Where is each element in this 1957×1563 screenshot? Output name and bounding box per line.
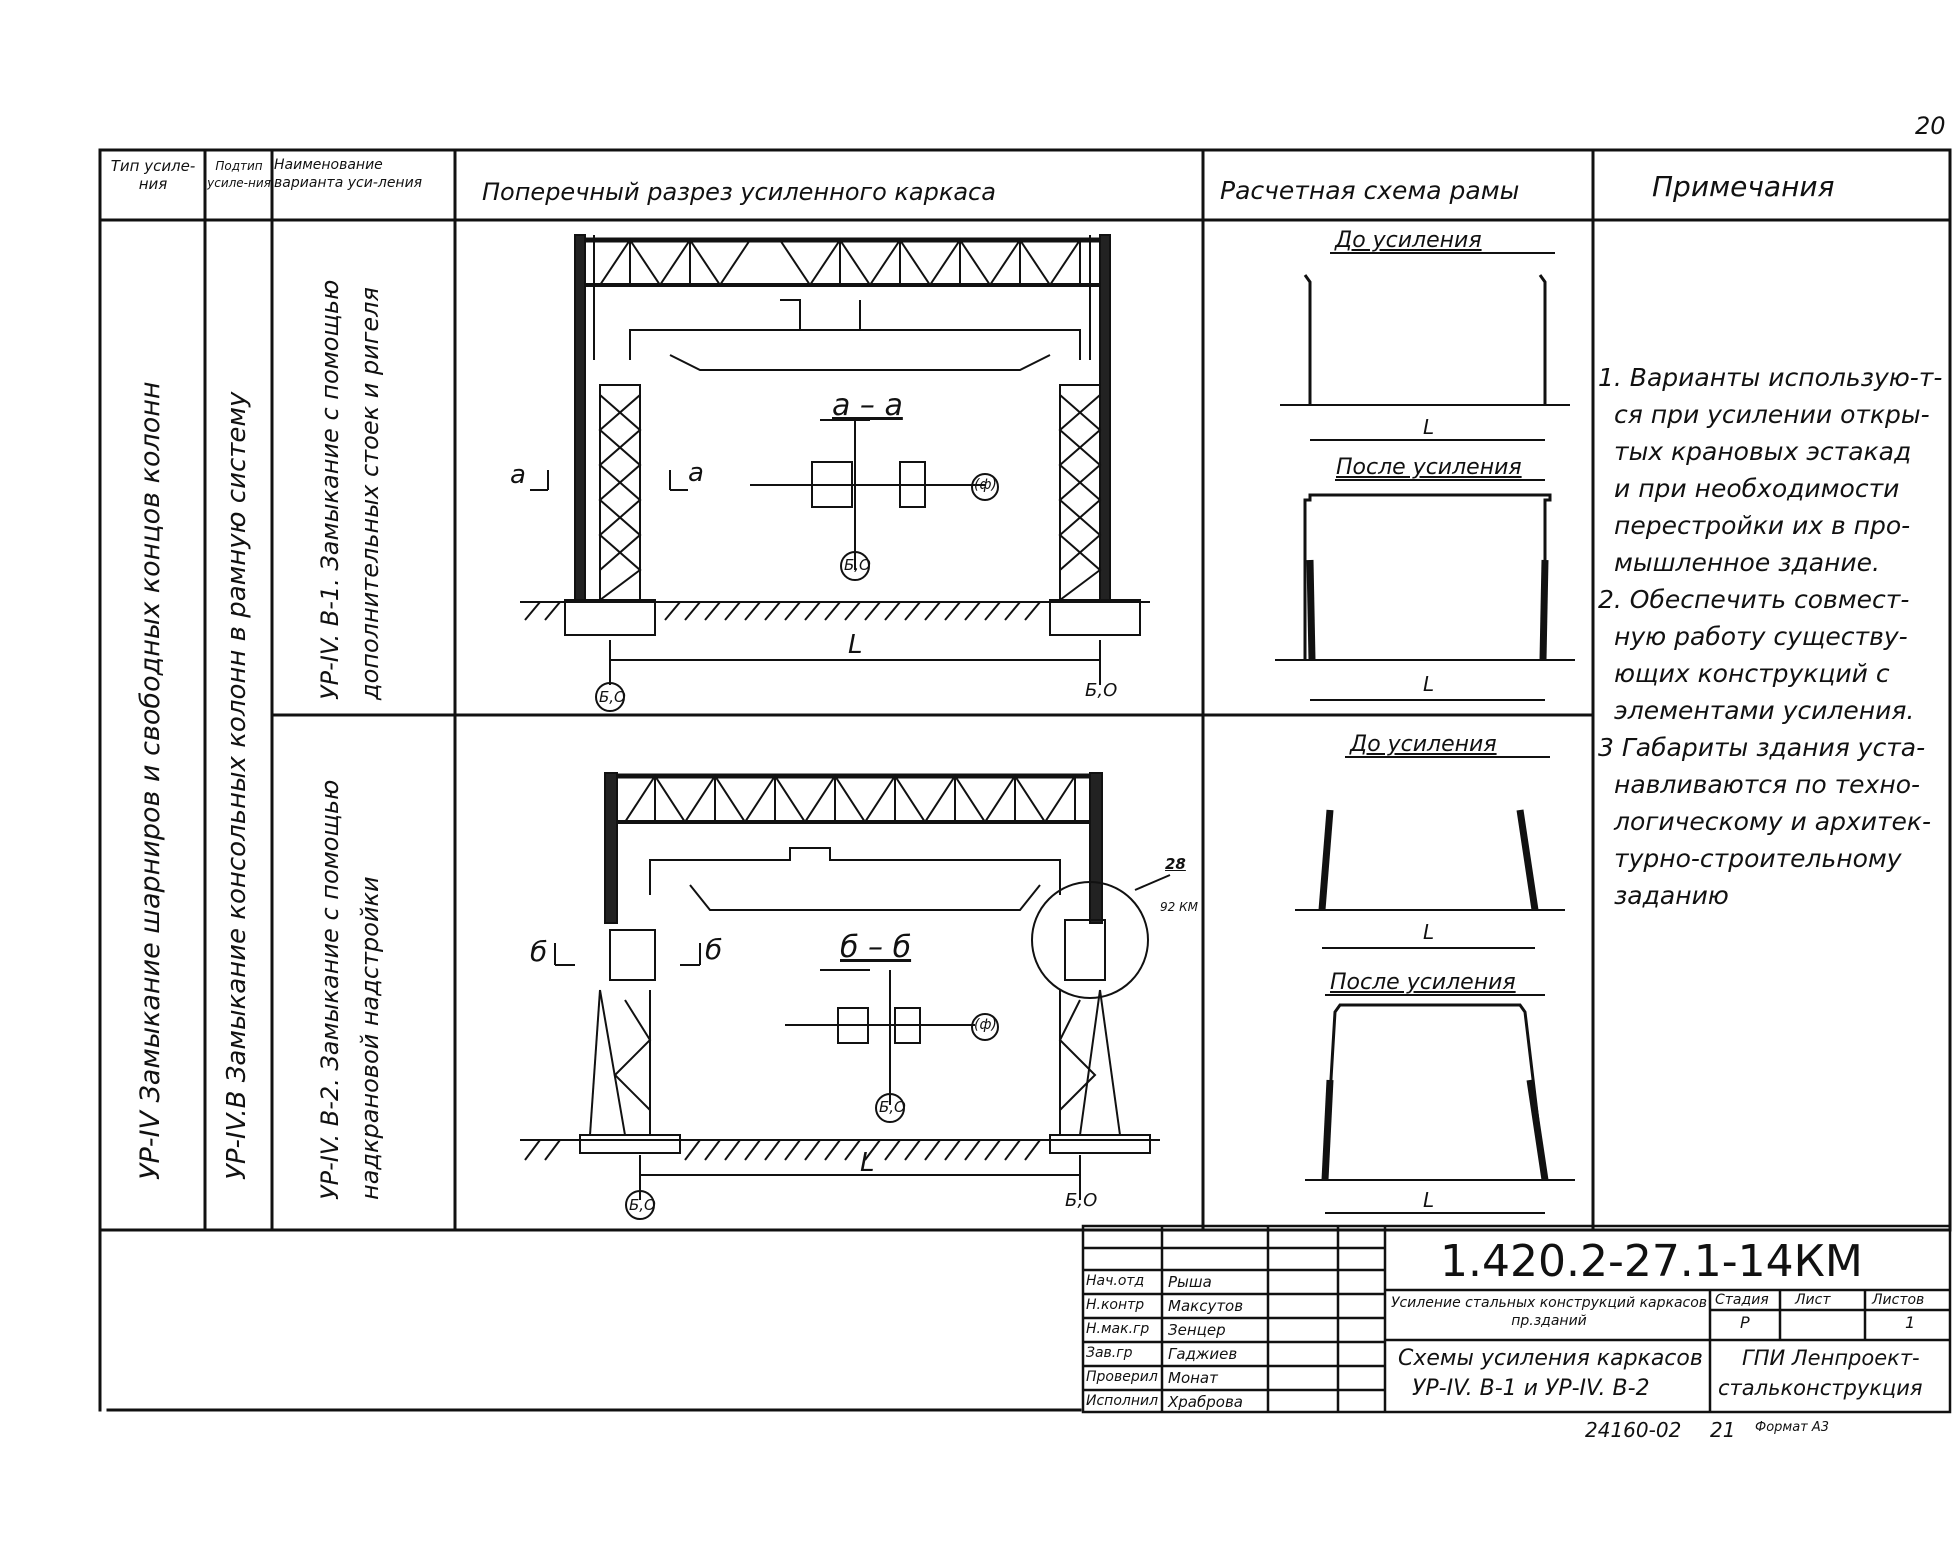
axis-left-bottom-2: Б,О [629, 1196, 656, 1214]
scheme-span-3: L [1423, 920, 1435, 944]
span-label-2: L [860, 1148, 875, 1178]
section-b-title: б – б [840, 930, 912, 965]
variant-1-label: УР-IV. В-1. Замыкание с помощью дополнит… [316, 279, 384, 700]
sheets-label: Листов [1872, 1292, 1925, 1308]
footer-number: 21 [1710, 1418, 1736, 1442]
variant-2-label: УР-IV. В-2. Замыкание с помощью надкрано… [316, 779, 384, 1200]
header-subtype: Подтип усиле-ния [207, 159, 271, 190]
note-line: перестройки их в про- [1614, 511, 1911, 540]
sheets-value: 1 [1905, 1313, 1916, 1332]
stage-value: Р [1740, 1313, 1750, 1332]
header-variant: Наименование варианта уси-ления [274, 157, 423, 191]
role-label: Н.мак.гр [1086, 1321, 1150, 1337]
note-line: логическому и архитек- [1614, 807, 1932, 836]
note-line: мышленное здание. [1614, 548, 1880, 577]
section-a-title: а – а [832, 388, 903, 423]
person-name: Зенцер [1168, 1321, 1226, 1339]
note-line: ную работу существу- [1614, 622, 1908, 651]
person-name: Рыша [1168, 1273, 1212, 1291]
person-name: Максутов [1168, 1297, 1244, 1315]
scheme-before-1: До усиления [1335, 228, 1482, 253]
person-name: Монат [1168, 1369, 1218, 1387]
axis-right-bottom-1: Б,О [1085, 680, 1118, 701]
cut-a-left: а [510, 460, 526, 490]
note-line: турно-строительному [1614, 844, 1902, 873]
stage-label: Стадия [1715, 1292, 1769, 1308]
org-name-2: стальконструкция [1718, 1376, 1923, 1400]
axis-right-bottom-2: Б,О [1065, 1190, 1098, 1211]
cut-a-right: а [688, 458, 704, 488]
scheme-span-1: L [1423, 415, 1435, 439]
header-scheme: Расчетная схема рамы [1220, 176, 1520, 205]
note-line: ющих конструкций с [1614, 659, 1890, 688]
note-line: 2. Обеспечить совмест- [1598, 585, 1910, 614]
scheme-span-2: L [1423, 672, 1435, 696]
role-label: Исполнил [1086, 1393, 1159, 1409]
header-type: Тип усиле-ния [110, 157, 196, 193]
scheme-span-4: L [1423, 1188, 1435, 1212]
note-line: 1. Варианты использую-т- [1598, 363, 1943, 392]
axis-left-bottom-1: Б,О [599, 688, 626, 706]
scheme-before-2: До усиления [1350, 732, 1497, 757]
header-notes: Примечания [1652, 170, 1835, 203]
role-label: Нач.отд [1086, 1273, 1145, 1289]
archive-number: 24160-02 [1585, 1418, 1682, 1442]
format-label: Формат А3 [1755, 1420, 1830, 1435]
scheme-after-2: После усиления [1330, 970, 1516, 995]
scheme-after-1: После усиления [1336, 455, 1522, 480]
role-label: Зав.гр [1086, 1345, 1133, 1361]
axis-label-right-1: (ф) [974, 477, 997, 493]
note-line: и при необходимости [1614, 474, 1900, 503]
subtype-label: УР-IV.В Замыкание консольных колонн в ра… [222, 391, 252, 1180]
drawing-code: 1.420.2-27.1-14КМ [1440, 1236, 1863, 1287]
axis-label-bottom-1: Б,О [844, 556, 871, 574]
role-label: Проверил [1086, 1369, 1158, 1385]
doc-title: Усиление стальных конструкций каркасов п… [1390, 1295, 1708, 1329]
person-name: Гаджиев [1168, 1345, 1238, 1363]
cut-b-right: б [705, 933, 723, 966]
note-line: тых крановых эстакад [1614, 437, 1912, 466]
org-name-1: ГПИ Ленпроект- [1742, 1346, 1920, 1370]
header-section: Поперечный разрез усиленного каркаса [482, 178, 996, 206]
sheet-label: Лист [1795, 1292, 1831, 1308]
sheet-title-1: Схемы усиления каркасов [1398, 1346, 1703, 1371]
note-line: навливаются по техно- [1614, 770, 1921, 799]
sheet-title-2: УР-IV. В-1 и УР-IV. В-2 [1412, 1376, 1650, 1401]
note-line: заданию [1614, 881, 1729, 910]
note-line: элементами усиления. [1614, 696, 1915, 725]
type-label: УР-IV Замыкание шарниров и свободных кон… [135, 381, 166, 1180]
cut-b-left: б [530, 935, 548, 968]
axis-label-right-2: (ф) [974, 1017, 997, 1033]
page-number: 20 [1915, 112, 1946, 140]
callout-sheet: 92 КМ [1160, 900, 1198, 914]
note-line: ся при усилении откры- [1614, 400, 1930, 429]
callout-number: 28 [1165, 855, 1186, 873]
person-name: Храброва [1168, 1393, 1243, 1411]
span-label-1: L [848, 630, 863, 660]
note-line: 3 Габариты здания уста- [1598, 733, 1926, 762]
role-label: Н.контр [1086, 1297, 1145, 1313]
axis-label-bottom-2: Б,О [879, 1098, 906, 1116]
